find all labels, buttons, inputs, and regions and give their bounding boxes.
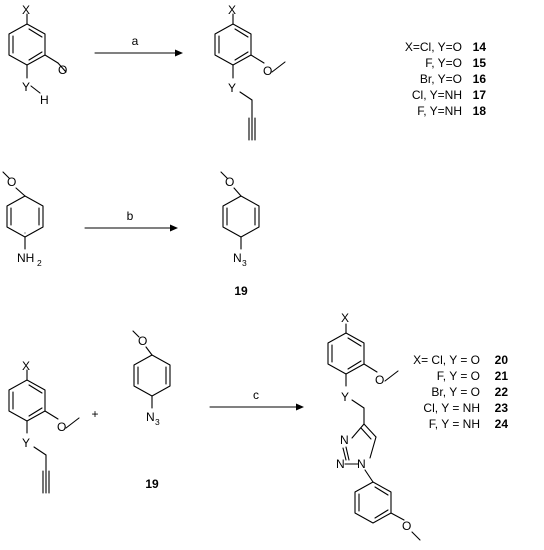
step-label-a: a	[132, 34, 139, 48]
compound-table-1: X=Cl, Y=O F, Y=O Br, Y=O Cl, Y=NH F, Y=N…	[405, 40, 486, 118]
table2-num-2: 22	[495, 385, 509, 399]
reaction-arrow-a: a	[94, 34, 183, 57]
x-substituent: X	[341, 311, 349, 325]
triazole-n2: N	[336, 457, 345, 471]
table2-num-0: 20	[495, 353, 509, 367]
y-substituent: Y	[22, 80, 30, 94]
table1-desc-1: F, Y=O	[425, 56, 462, 70]
p-methoxyphenyl-azide: O N 3 19	[220, 171, 260, 298]
nh2-nh: NH	[17, 251, 34, 265]
y-substituent: Y	[341, 390, 349, 404]
table2-num-3: 23	[495, 401, 509, 415]
table1-desc-0: X=Cl, Y=O	[405, 40, 462, 54]
x-substituent: X	[228, 3, 236, 17]
n3-subscript: 3	[242, 258, 247, 268]
reaction-arrow-b: b	[84, 209, 178, 232]
table1-num-2: 16	[473, 72, 487, 86]
h-atom: H	[40, 93, 49, 107]
nh2-subscript: 2	[37, 258, 42, 268]
table1-num-3: 17	[473, 88, 487, 102]
x-substituent: X	[22, 359, 30, 373]
table2-desc-4: F, Y = NH	[429, 417, 480, 431]
y-substituent: Y	[228, 81, 236, 95]
table2-num-4: 24	[495, 417, 509, 431]
step-label-c: c	[253, 388, 259, 402]
table1-desc-3: Cl, Y=NH	[412, 88, 462, 102]
step-label-b: b	[127, 209, 134, 223]
p-anisidine: O NH 2	[2, 171, 44, 268]
table2-desc-2: Br, Y = O	[431, 385, 480, 399]
plus-sign: +	[91, 407, 98, 421]
compound-table-2: X= Cl, Y = O F, Y = O Br, Y = O Cl, Y = …	[413, 353, 508, 431]
y-substituent: Y	[22, 436, 30, 450]
x-substituent: X	[22, 3, 30, 17]
o-label: O	[58, 63, 67, 77]
o-label: O	[375, 373, 384, 387]
compound-19-label: 19	[145, 477, 159, 491]
propargyl-reactant: X O Y	[8, 359, 80, 494]
triazole-n1: N	[357, 457, 366, 471]
reaction-arrow-c: c	[209, 388, 304, 411]
o-label: O	[225, 175, 234, 189]
o-label: O	[138, 334, 147, 348]
o-label: O	[402, 519, 411, 533]
n3-label: N	[233, 251, 242, 265]
table2-desc-0: X= Cl, Y = O	[413, 353, 480, 367]
table1-num-1: 15	[473, 56, 487, 70]
table1-desc-4: F, Y=NH	[417, 104, 462, 118]
table2-desc-1: F, Y = O	[437, 369, 480, 383]
propargyl-product-1: X O Y	[214, 3, 286, 141]
table2-desc-3: Cl, Y = NH	[423, 401, 480, 415]
azide-reactant-19: O N 3 19	[132, 330, 171, 491]
triazole-product: X O Y N N N O	[327, 311, 421, 541]
triazole-n3: N	[340, 433, 349, 447]
table2-num-1: 21	[495, 369, 509, 383]
n3-label: N	[146, 410, 155, 424]
table1-num-4: 18	[473, 104, 487, 118]
start-material-1: X O Y H	[8, 3, 67, 107]
table1-desc-2: Br, Y=O	[420, 72, 462, 86]
o-label: O	[263, 64, 272, 78]
table1-num-0: 14	[473, 40, 487, 54]
compound-19-label: 19	[234, 284, 248, 298]
n3-subscript: 3	[155, 417, 160, 427]
o-label: O	[57, 420, 66, 434]
o-label: O	[7, 175, 16, 189]
